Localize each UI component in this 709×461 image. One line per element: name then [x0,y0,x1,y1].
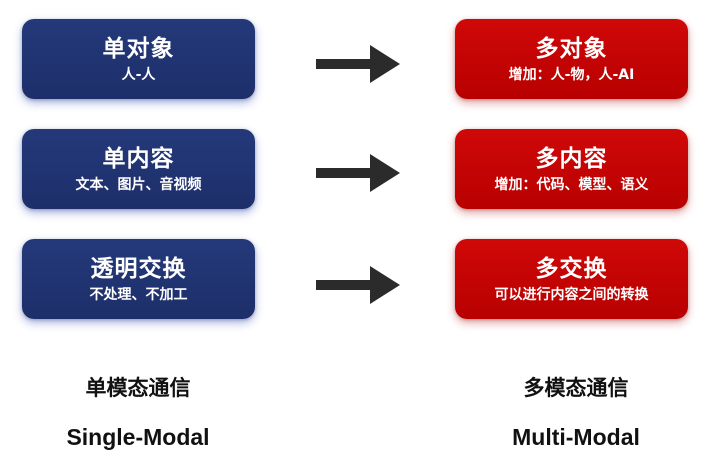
arrow-shape [316,154,400,192]
multi-content-box: 多内容 增加：代码、模型、语义 [455,129,688,209]
multi-modal-caption-zh: 多模态通信 [523,376,629,400]
arrow-right-icon [316,45,400,83]
single-modal-caption-zh: 单模态通信 [85,376,191,400]
single-object-sub: 人-人 [121,66,156,83]
multi-modal-caption-en: Multi-Modal [512,424,640,450]
arrow-shape [316,266,400,304]
single-object-title: 单对象 [102,35,175,62]
transparent-exchange-sub: 不处理、不加工 [89,286,188,303]
transparent-exchange-title: 透明交换 [90,255,187,282]
single-content-sub: 文本、图片、音视频 [75,176,202,193]
multi-object-sub: 增加：人-物，人-AI [508,66,635,83]
multi-object-title: 多对象 [535,35,608,62]
single-object-box: 单对象 人-人 [22,19,255,99]
single-modal-caption-en: Single-Modal [66,424,210,450]
multi-exchange-title: 多交换 [535,255,608,282]
single-content-title: 单内容 [102,145,175,172]
arrow-right-icon [316,154,400,192]
multi-exchange-sub: 可以进行内容之间的转换 [494,286,649,303]
arrow-shape [316,45,400,83]
single-modal-caption: 单模态通信 Single-Modal [18,374,258,454]
multi-object-box: 多对象 增加：人-物，人-AI [455,19,688,99]
multi-modal-caption: 多模态通信 Multi-Modal [456,374,696,454]
multi-content-title: 多内容 [535,145,608,172]
transparent-exchange-box: 透明交换 不处理、不加工 [22,239,255,319]
arrow-right-icon [316,266,400,304]
single-content-box: 单内容 文本、图片、音视频 [22,129,255,209]
multi-exchange-box: 多交换 可以进行内容之间的转换 [455,239,688,319]
multi-content-sub: 增加：代码、模型、语义 [494,176,649,193]
